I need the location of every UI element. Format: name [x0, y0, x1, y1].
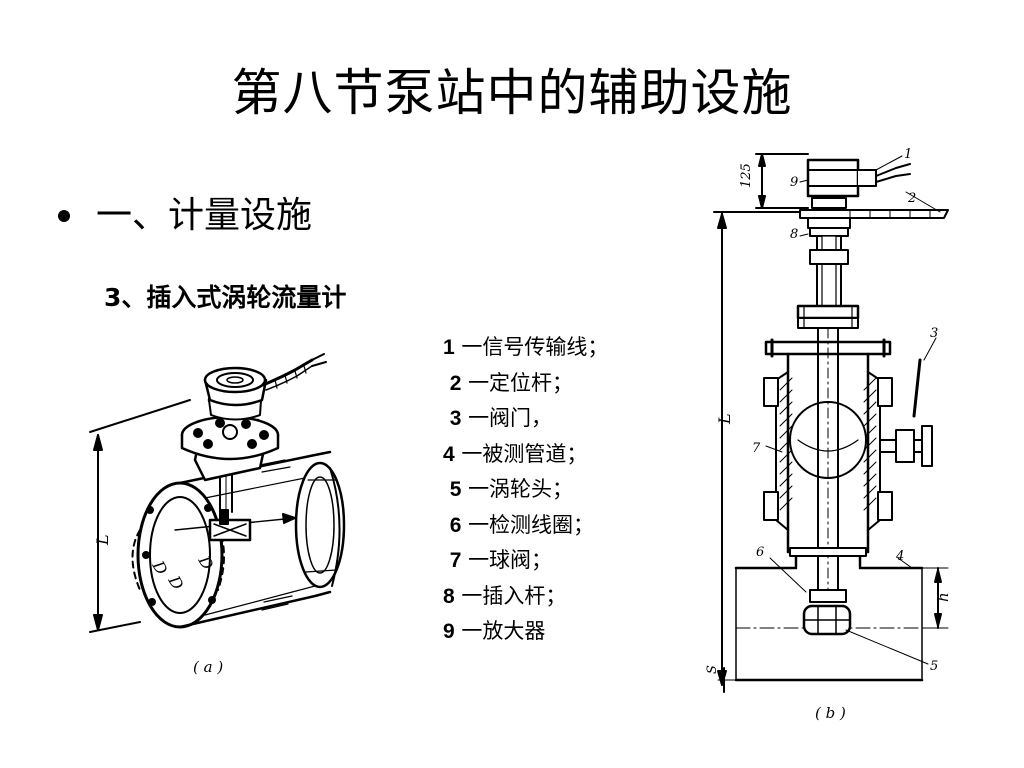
fig-a-dimension-L: L [93, 534, 112, 546]
section-subheading: 3、插入式涡轮流量计 [104, 283, 347, 312]
parts-list: 1 一信号传输线； 2 一定位杆； 3 一阀门， 4 一被测管道； 5 一涡轮头… [443, 330, 608, 650]
parts-list-item: 3 一阀门， [449, 406, 553, 430]
fig-b-dimension-L: L [715, 413, 734, 425]
parts-list-item: 5 一涡轮头； [449, 477, 574, 501]
fig-b-dimension-h: h [934, 592, 952, 602]
fig-b-dimension-125: 125 [739, 163, 754, 188]
fig-b-dimension-S: S [705, 665, 720, 674]
fig-b-callout: 2 [907, 191, 916, 206]
fig-b-callout: 4 [895, 549, 904, 564]
fig-b-callout: 5 [930, 659, 938, 674]
figure-b-caption: ( b ) [815, 704, 846, 722]
fig-b-callout: 6 [756, 545, 764, 560]
figure-a-cutaway-drawing: L D D D [89, 353, 346, 633]
fig-b-callout: 8 [790, 227, 798, 242]
fig-b-callout: 7 [752, 441, 761, 456]
figure-a-caption: ( a ) [193, 658, 224, 676]
parts-list-item: 7 一球阀； [449, 548, 553, 572]
parts-list-item: 6 一检测线圈； [449, 512, 595, 537]
bullet-item: 一、计量设施 [58, 190, 312, 242]
fig-b-callout: 1 [904, 147, 912, 162]
fig-b-callout: 3 [930, 326, 938, 341]
parts-list-item: 2 一定位杆； [449, 370, 574, 395]
slide-title: 第八节泵站中的辅助设施 [231, 64, 793, 122]
parts-list-item: 9 一放大器 [443, 619, 546, 643]
fig-b-callout: 9 [790, 175, 798, 190]
bullet-dot-icon [58, 210, 70, 222]
parts-list-item: 8 一插入杆； [443, 583, 567, 608]
parts-list-item: 1 一信号传输线； [443, 335, 609, 359]
bullet-text: 一、计量设施 [96, 195, 313, 236]
parts-list-item: 4 一被测管道； [443, 441, 588, 466]
figure-b-section-drawing: 125 L h S 1 2 3 4 5 6 7 8 9 [705, 147, 952, 693]
